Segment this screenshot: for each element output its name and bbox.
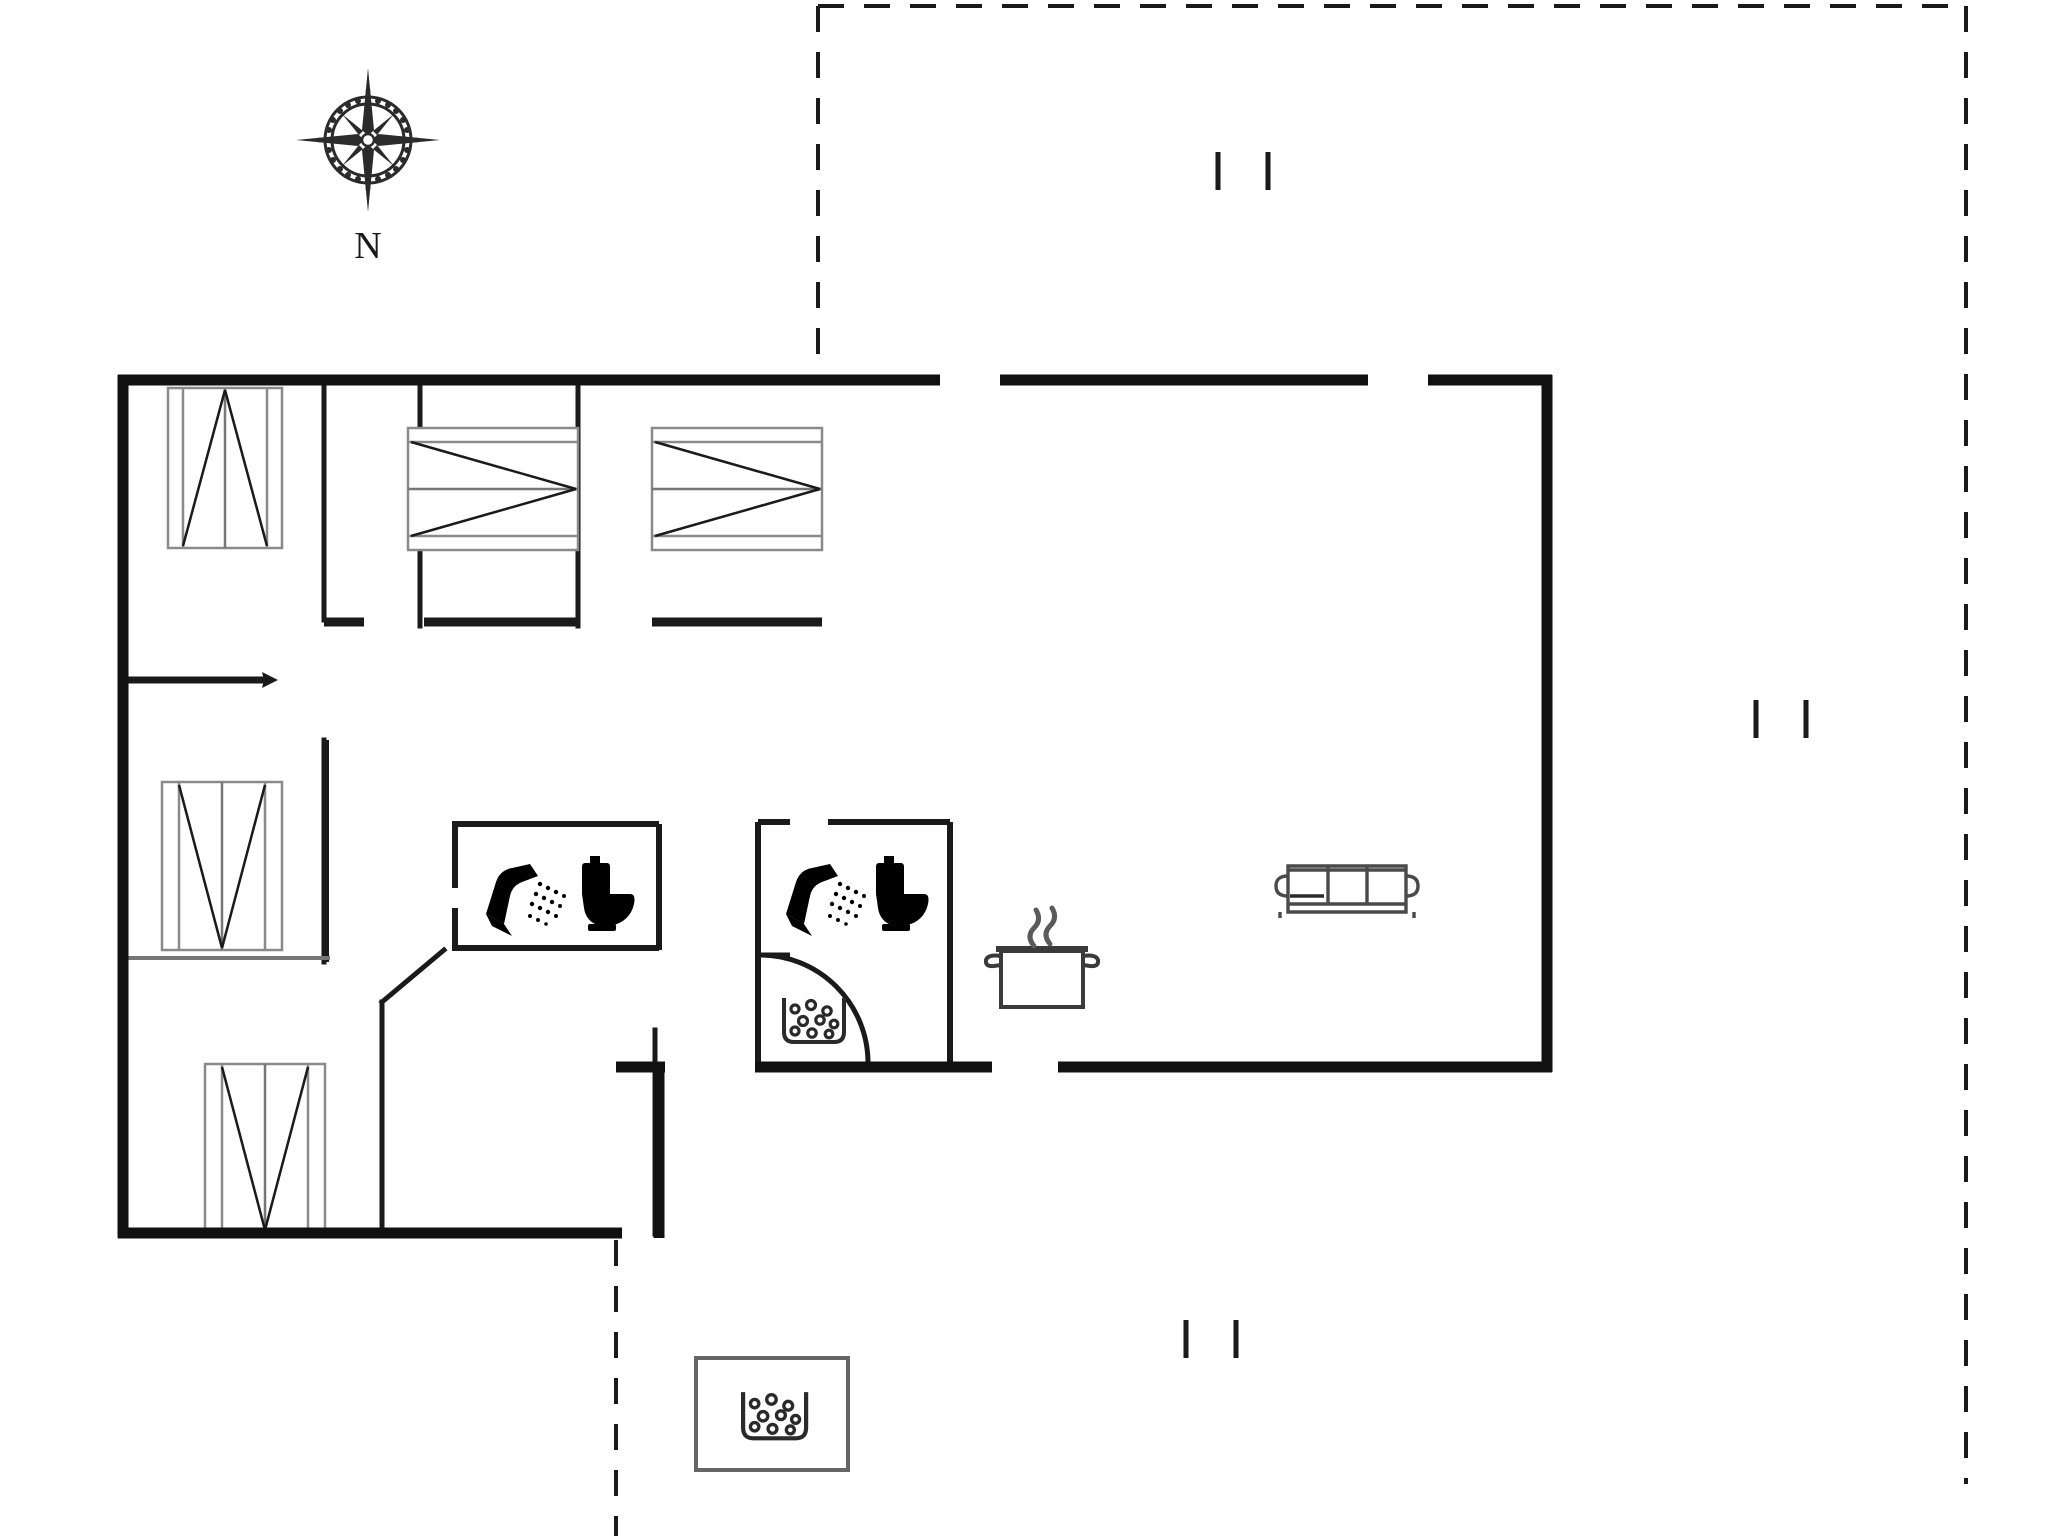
cooking-pot-icon — [986, 908, 1098, 1007]
hall-divider-wall — [126, 672, 278, 688]
toilet-icon-2 — [876, 856, 929, 931]
bed-top-mid — [406, 426, 580, 552]
tick-pair-top — [1215, 152, 1271, 190]
shower-icon-2 — [786, 864, 866, 936]
bathroom-1 — [452, 821, 662, 951]
bed-bottom-left — [203, 1062, 327, 1234]
bed-top-right — [650, 426, 824, 552]
compass-north-label: N — [354, 225, 381, 267]
tick-marks — [1183, 152, 1809, 1358]
exterior-walls — [117, 374, 1553, 1239]
interior-wall-angled — [378, 946, 448, 1006]
sofa-icon — [1274, 864, 1420, 920]
tick-pair-bottom — [1183, 1320, 1239, 1358]
bed-mid-left — [160, 780, 284, 952]
bathroom-2 — [755, 819, 953, 1068]
compass-rose-icon — [296, 68, 440, 212]
toilet-icon — [582, 856, 635, 931]
tick-pair-right — [1753, 700, 1809, 738]
door-swing-icon — [759, 952, 871, 1064]
bed-top-left — [166, 386, 284, 550]
washing-machine-icon — [782, 996, 846, 1044]
shower-icon — [486, 864, 566, 936]
outer-boundary — [614, 4, 1968, 1536]
outbuilding-laundry — [694, 1356, 850, 1472]
wall-stub-midleft — [128, 740, 330, 962]
